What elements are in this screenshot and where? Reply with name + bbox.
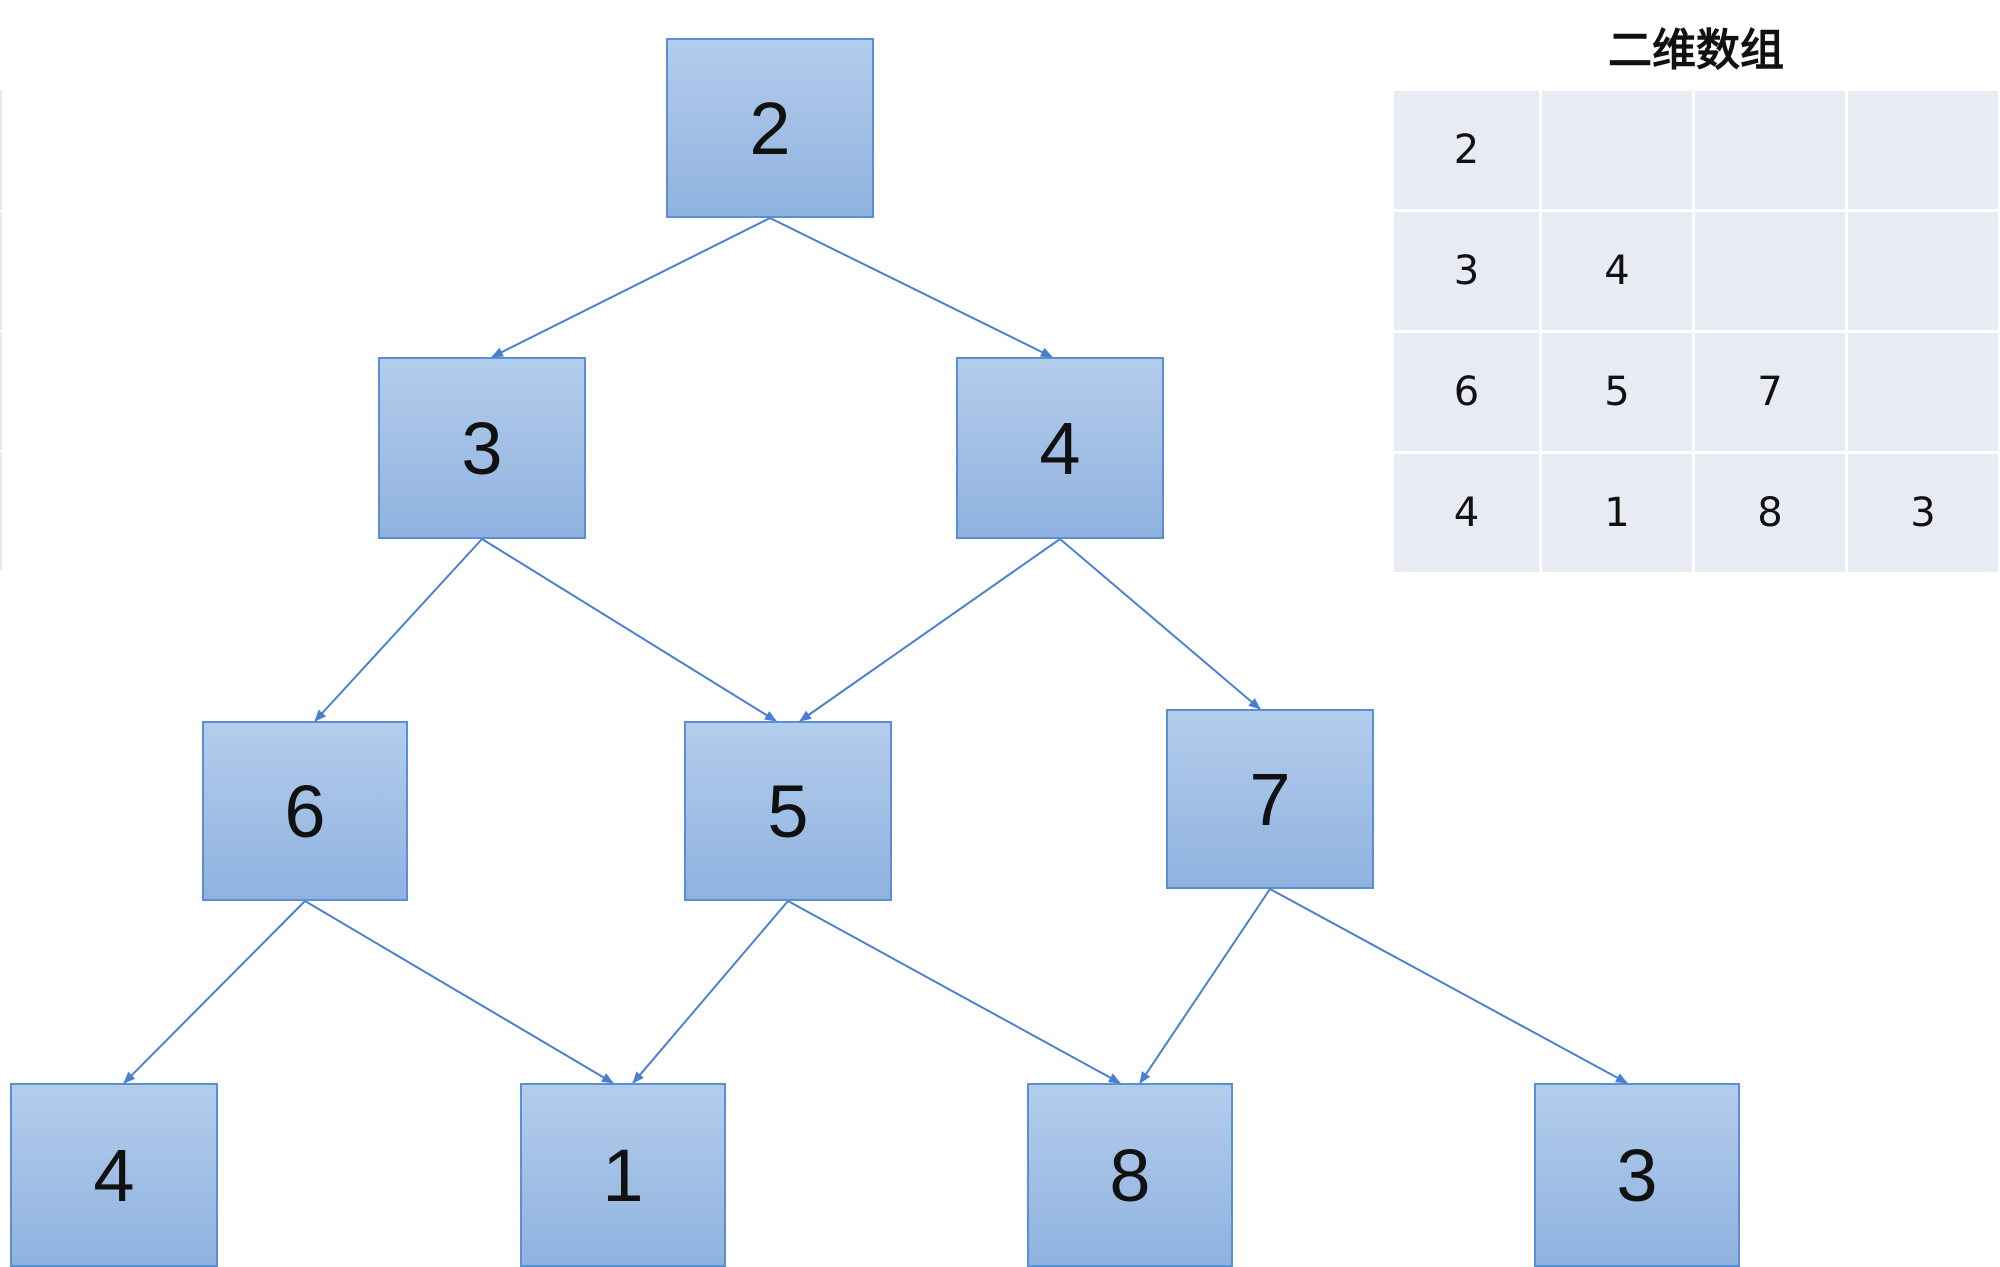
tree-node: 2 xyxy=(666,38,874,218)
tree-node: 8 xyxy=(1027,1083,1233,1267)
tree-edge-arrow xyxy=(799,538,1061,722)
array-cell: 4 xyxy=(1542,212,1692,330)
array-cell xyxy=(1848,212,1998,330)
array-cell: 1 xyxy=(1542,454,1692,572)
edges xyxy=(123,217,1628,1084)
array-cell xyxy=(1695,212,1845,330)
array-cell: 2 xyxy=(1394,91,1539,209)
tree-edge-arrow xyxy=(491,217,771,358)
tree-node: 4 xyxy=(10,1083,218,1267)
array-cell: 4 xyxy=(1394,454,1539,572)
left-divider xyxy=(0,452,2,570)
tree-edge-arrow xyxy=(1139,888,1271,1084)
array-title: 二维数组 xyxy=(1608,25,1784,76)
tree-edge-arrow xyxy=(632,900,789,1084)
left-divider xyxy=(0,90,2,210)
array-cell xyxy=(1848,333,1998,451)
tree-node: 5 xyxy=(684,721,892,901)
left-divider xyxy=(0,332,2,450)
array-cell: 7 xyxy=(1695,333,1845,451)
array-cell: 5 xyxy=(1542,333,1692,451)
tree-node: 3 xyxy=(378,357,586,539)
tree-edge-arrow xyxy=(123,900,306,1084)
array-cell xyxy=(1848,91,1998,209)
tree-edge-arrow xyxy=(769,217,1053,358)
tree-edge-arrow xyxy=(1059,538,1261,710)
array-cell: 8 xyxy=(1695,454,1845,572)
tree-node: 3 xyxy=(1534,1083,1740,1267)
tree-edge-arrow xyxy=(314,538,483,722)
tree-edge-arrow xyxy=(304,900,614,1084)
tree-node: 4 xyxy=(956,357,1164,539)
array-cell: 3 xyxy=(1394,212,1539,330)
array-row: 2 xyxy=(1394,91,1998,209)
tree-node: 7 xyxy=(1166,709,1374,889)
tree-edge-arrow xyxy=(1269,888,1628,1084)
left-divider xyxy=(0,212,2,330)
array-cell xyxy=(1542,91,1692,209)
tree-edge-arrow xyxy=(787,900,1121,1084)
array-cell: 3 xyxy=(1848,454,1998,572)
array-cell: 6 xyxy=(1394,333,1539,451)
tree-node: 1 xyxy=(520,1083,726,1267)
tree-node: 6 xyxy=(202,721,408,901)
tree-edge-arrow xyxy=(481,538,777,722)
array-cell xyxy=(1695,91,1845,209)
